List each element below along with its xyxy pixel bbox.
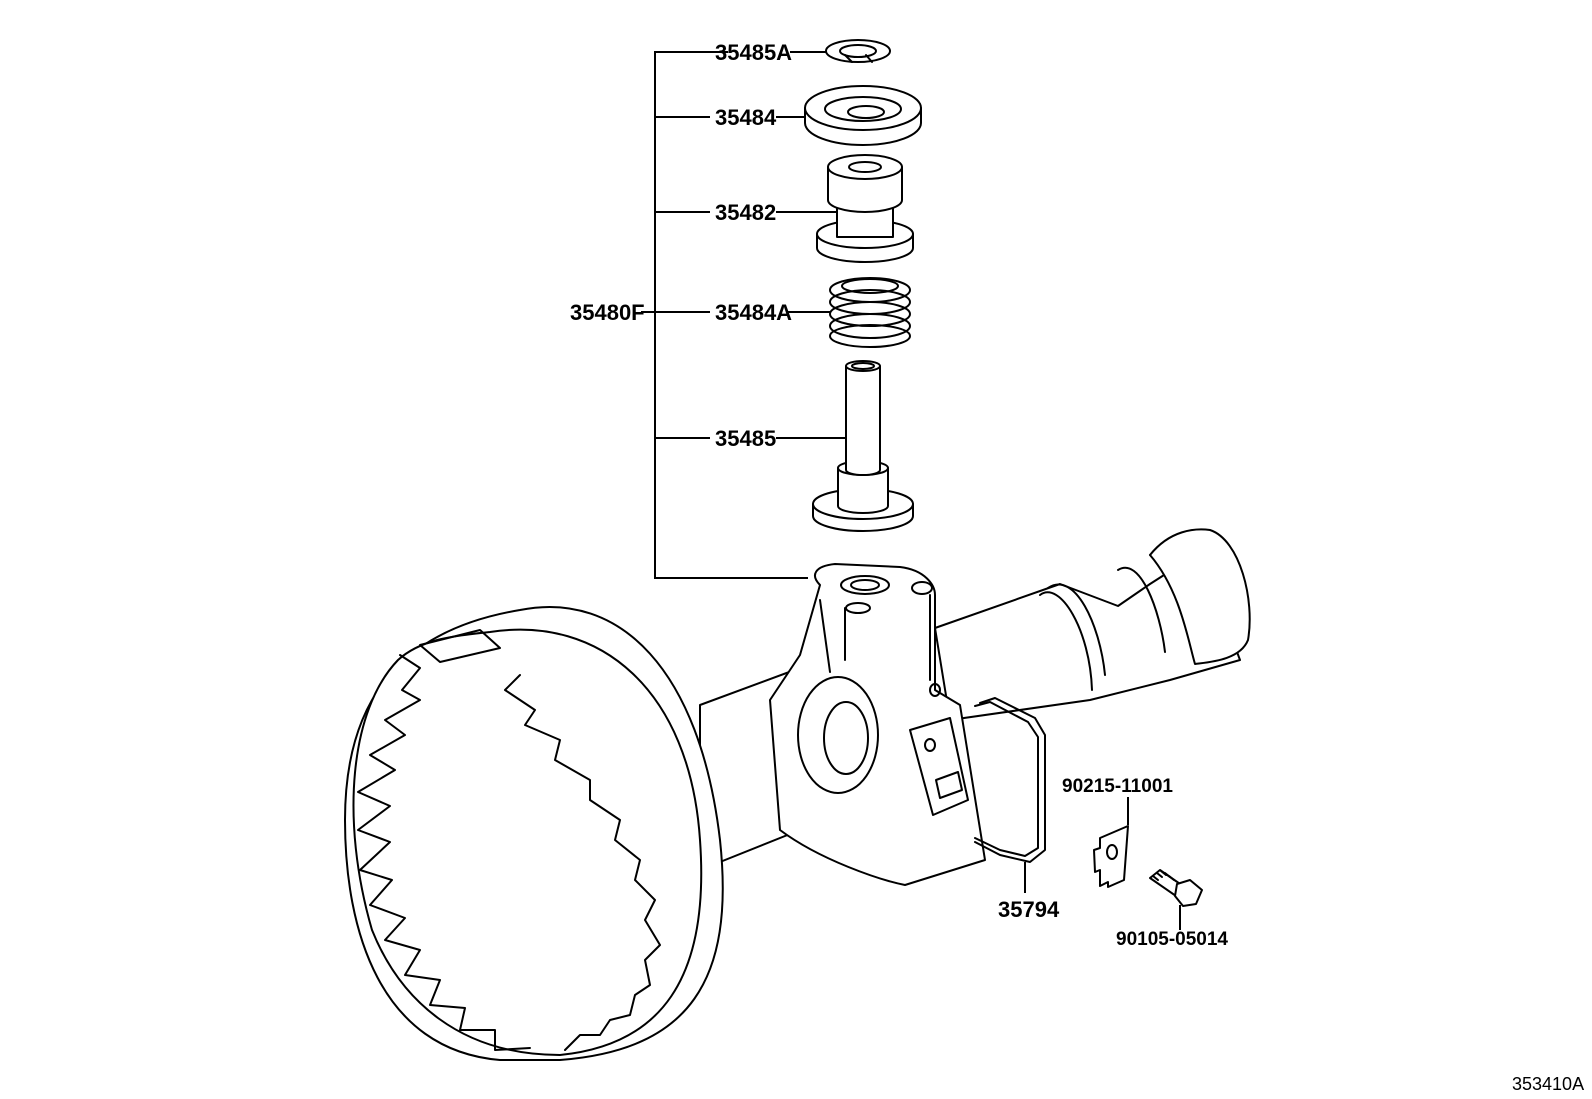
part-label-35485: 35485 [715, 426, 776, 451]
part-label-35794: 35794 [998, 897, 1060, 922]
part-label-90105-05014: 90105-05014 [1116, 929, 1228, 950]
retainer-part [776, 154, 914, 263]
assembly-bracket [641, 51, 808, 579]
part-label-35484: 35484 [715, 105, 777, 130]
part-label-90215-11001: 90215-11001 [1062, 776, 1173, 797]
figure-ref: 353410A [1512, 1074, 1584, 1094]
part-label-35484A: 35484A [715, 300, 792, 325]
part-label-35482: 35482 [715, 200, 776, 225]
spring-part [788, 277, 911, 348]
drum-part [344, 605, 724, 1061]
bracket-wire-part [974, 697, 1046, 893]
snap-ring-part [790, 39, 891, 63]
lock-plate-part [1093, 797, 1129, 888]
part-label-35485A: 35485A [715, 40, 792, 65]
seat-washer-part [776, 85, 922, 146]
housing-part [699, 563, 986, 886]
shaft-part [934, 528, 1251, 721]
bolt-part [1149, 869, 1203, 930]
piston-part [776, 360, 914, 532]
assembly-label: 35480F [570, 300, 645, 325]
